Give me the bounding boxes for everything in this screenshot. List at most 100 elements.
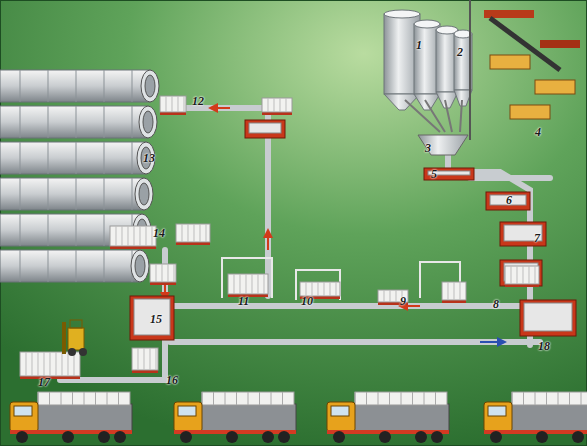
block-joint: [144, 348, 145, 370]
autoclave-ring: [76, 70, 77, 102]
machine-load: [134, 299, 170, 335]
truck-wheel: [379, 431, 391, 443]
autoclave-door: [145, 75, 155, 97]
callout-number: 4: [535, 126, 541, 138]
block-joint: [122, 226, 123, 246]
block-joint: [511, 266, 512, 284]
block-joint: [184, 96, 185, 112]
truck-wheel: [226, 431, 238, 443]
block: [176, 224, 210, 242]
forklift: [68, 328, 84, 350]
truck-bed: [200, 404, 296, 432]
block-joint: [128, 226, 129, 246]
truck-load: [581, 392, 582, 405]
truck-load: [259, 392, 260, 405]
conveyor-track: [470, 175, 550, 181]
block-joint: [50, 352, 51, 376]
autoclave-ring: [104, 106, 105, 138]
truck-cab: [484, 402, 512, 432]
cutting-line: [484, 10, 580, 119]
block-joint: [252, 274, 253, 294]
truck-load: [378, 392, 379, 405]
autoclave-ring: [104, 250, 105, 282]
truck-wheel: [180, 431, 192, 443]
block-joint: [172, 96, 173, 112]
autoclave-ring: [132, 178, 133, 210]
block-joint: [134, 226, 135, 246]
machine-frame: [486, 192, 530, 210]
truck-wheel: [278, 431, 290, 443]
callout-number: 13: [143, 152, 155, 164]
forklift: [62, 320, 87, 356]
forklift: [79, 348, 87, 356]
autoclave-body: [0, 178, 144, 210]
truck-bed: [510, 404, 587, 432]
truck-load: [569, 392, 570, 405]
block: [110, 226, 156, 246]
block-joint: [523, 266, 524, 284]
callout-number: 18: [538, 340, 550, 352]
truck-load: [202, 392, 294, 405]
block-joint: [168, 264, 169, 282]
block-joint: [318, 282, 319, 296]
flow-arrow: [208, 103, 218, 113]
autoclave-ring: [76, 142, 77, 174]
autoclave-door: [135, 178, 153, 210]
block-joint: [156, 348, 157, 370]
autoclave-body: [0, 106, 148, 138]
truck-load: [236, 392, 237, 405]
block-joint: [454, 282, 455, 300]
flow-arrow: [497, 337, 507, 347]
autoclave-ring: [104, 178, 105, 210]
truck-load: [84, 392, 85, 405]
block-joint: [268, 98, 269, 112]
truck: [10, 392, 587, 443]
callout-number: 15: [150, 313, 162, 325]
truck-load: [118, 392, 119, 405]
truck-cab: [327, 402, 355, 432]
machine-frame: [245, 120, 285, 138]
forklift: [68, 348, 76, 356]
truck-bed: [36, 404, 132, 432]
block-joint: [330, 282, 331, 296]
silo: [384, 10, 472, 110]
autoclave-ring: [104, 214, 105, 246]
truck-load: [72, 392, 73, 405]
cutting-line: [540, 40, 580, 48]
block-joint: [178, 96, 179, 112]
conveyor-track: [170, 339, 540, 345]
truck-load: [366, 392, 367, 405]
block-joint: [517, 266, 518, 284]
block-joint: [280, 98, 281, 112]
block-joint: [138, 348, 139, 370]
machine-load: [524, 303, 572, 331]
block-stack: [20, 96, 539, 379]
block: [505, 266, 539, 284]
autoclave-door: [131, 250, 149, 282]
autoclave-ring: [48, 250, 49, 282]
cutting-line: [490, 55, 530, 69]
block: [442, 282, 466, 300]
callout-number: 5: [431, 168, 437, 180]
mixer: [418, 135, 468, 155]
truck-load: [558, 392, 559, 405]
callout-number: 9: [400, 295, 406, 307]
truck-load: [424, 392, 425, 405]
autoclave-door: [137, 142, 155, 174]
truck-wheel: [415, 431, 427, 443]
autoclave-body: [0, 250, 140, 282]
block-joint: [529, 266, 530, 284]
callout-number: 8: [493, 298, 499, 310]
block-joint: [162, 264, 163, 282]
callout-number: 7: [534, 232, 540, 244]
block-joint: [312, 282, 313, 296]
block: [160, 96, 186, 112]
block-joint: [324, 282, 325, 296]
truck-load: [271, 392, 272, 405]
machine-frame: [424, 168, 474, 180]
autoclave-ring: [48, 178, 49, 210]
machine-frame: [500, 260, 542, 286]
truck-load: [213, 392, 214, 405]
block-joint: [246, 274, 247, 294]
callout-number: 12: [192, 95, 204, 107]
